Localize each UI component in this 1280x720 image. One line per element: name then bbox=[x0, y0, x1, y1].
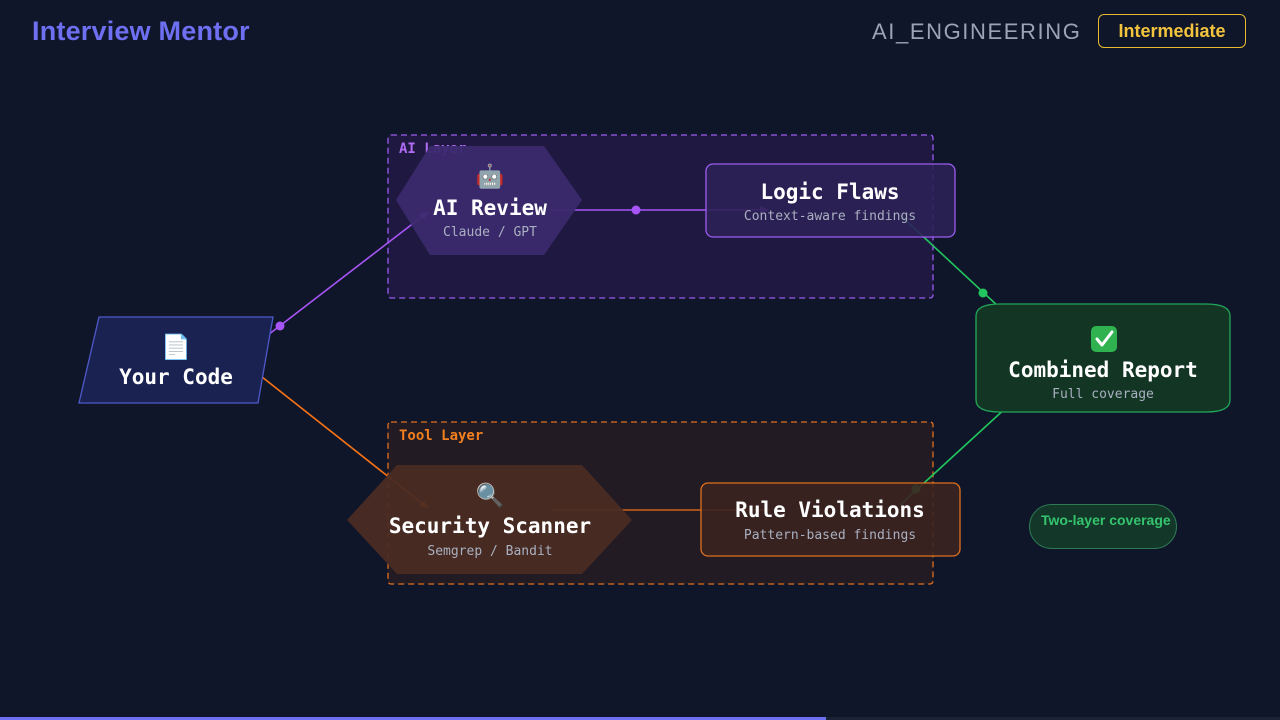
security-scanner-subtitle: Semgrep / Bandit bbox=[427, 544, 552, 559]
rule-violations-title: Rule Violations bbox=[735, 498, 925, 522]
progress-fill bbox=[0, 717, 826, 720]
magnifier-icon: 🔍 bbox=[476, 480, 505, 509]
app-title: Interview Mentor bbox=[32, 16, 250, 46]
coverage-callout: Two-layer coverage bbox=[1029, 504, 1177, 549]
edge-code-to-ai-dot bbox=[275, 321, 285, 331]
topic-category: AI_ENGINEERING bbox=[872, 19, 1082, 44]
progress-track bbox=[0, 717, 1280, 720]
edge-logic-to-report-dot bbox=[978, 288, 988, 298]
rule-violations-subtitle: Pattern-based findings bbox=[744, 528, 916, 543]
node-combined-report: Combined Report Full coverage bbox=[975, 303, 1231, 413]
logic-flaws-title: Logic Flaws bbox=[760, 180, 899, 204]
ai-review-subtitle: Claude / GPT bbox=[443, 225, 537, 240]
combined-report-subtitle: Full coverage bbox=[1052, 387, 1154, 402]
document-icon: 📄 bbox=[161, 333, 191, 361]
tool-layer-label: Tool Layer bbox=[399, 428, 483, 444]
node-ai-review: 🤖 AI Review Claude / GPT bbox=[396, 146, 582, 255]
your-code-title: Your Code bbox=[119, 365, 233, 389]
logic-flaws-subtitle: Context-aware findings bbox=[744, 209, 916, 224]
security-scanner-title: Security Scanner bbox=[389, 514, 591, 538]
node-logic-flaws: Logic Flaws Context-aware findings bbox=[705, 163, 956, 238]
check-icon bbox=[1091, 326, 1117, 352]
ai-review-title: AI Review bbox=[433, 196, 547, 220]
edge-ai-to-logic-dot bbox=[631, 205, 641, 215]
node-rule-violations: Rule Violations Pattern-based findings bbox=[700, 482, 961, 557]
robot-icon: 🤖 bbox=[476, 163, 505, 190]
node-your-code: 📄 Your Code bbox=[78, 316, 274, 404]
combined-report-title: Combined Report bbox=[1008, 358, 1198, 382]
difficulty-badge: Intermediate bbox=[1098, 14, 1246, 48]
node-security-scanner: 🔍 Security Scanner Semgrep / Bandit bbox=[347, 465, 632, 574]
